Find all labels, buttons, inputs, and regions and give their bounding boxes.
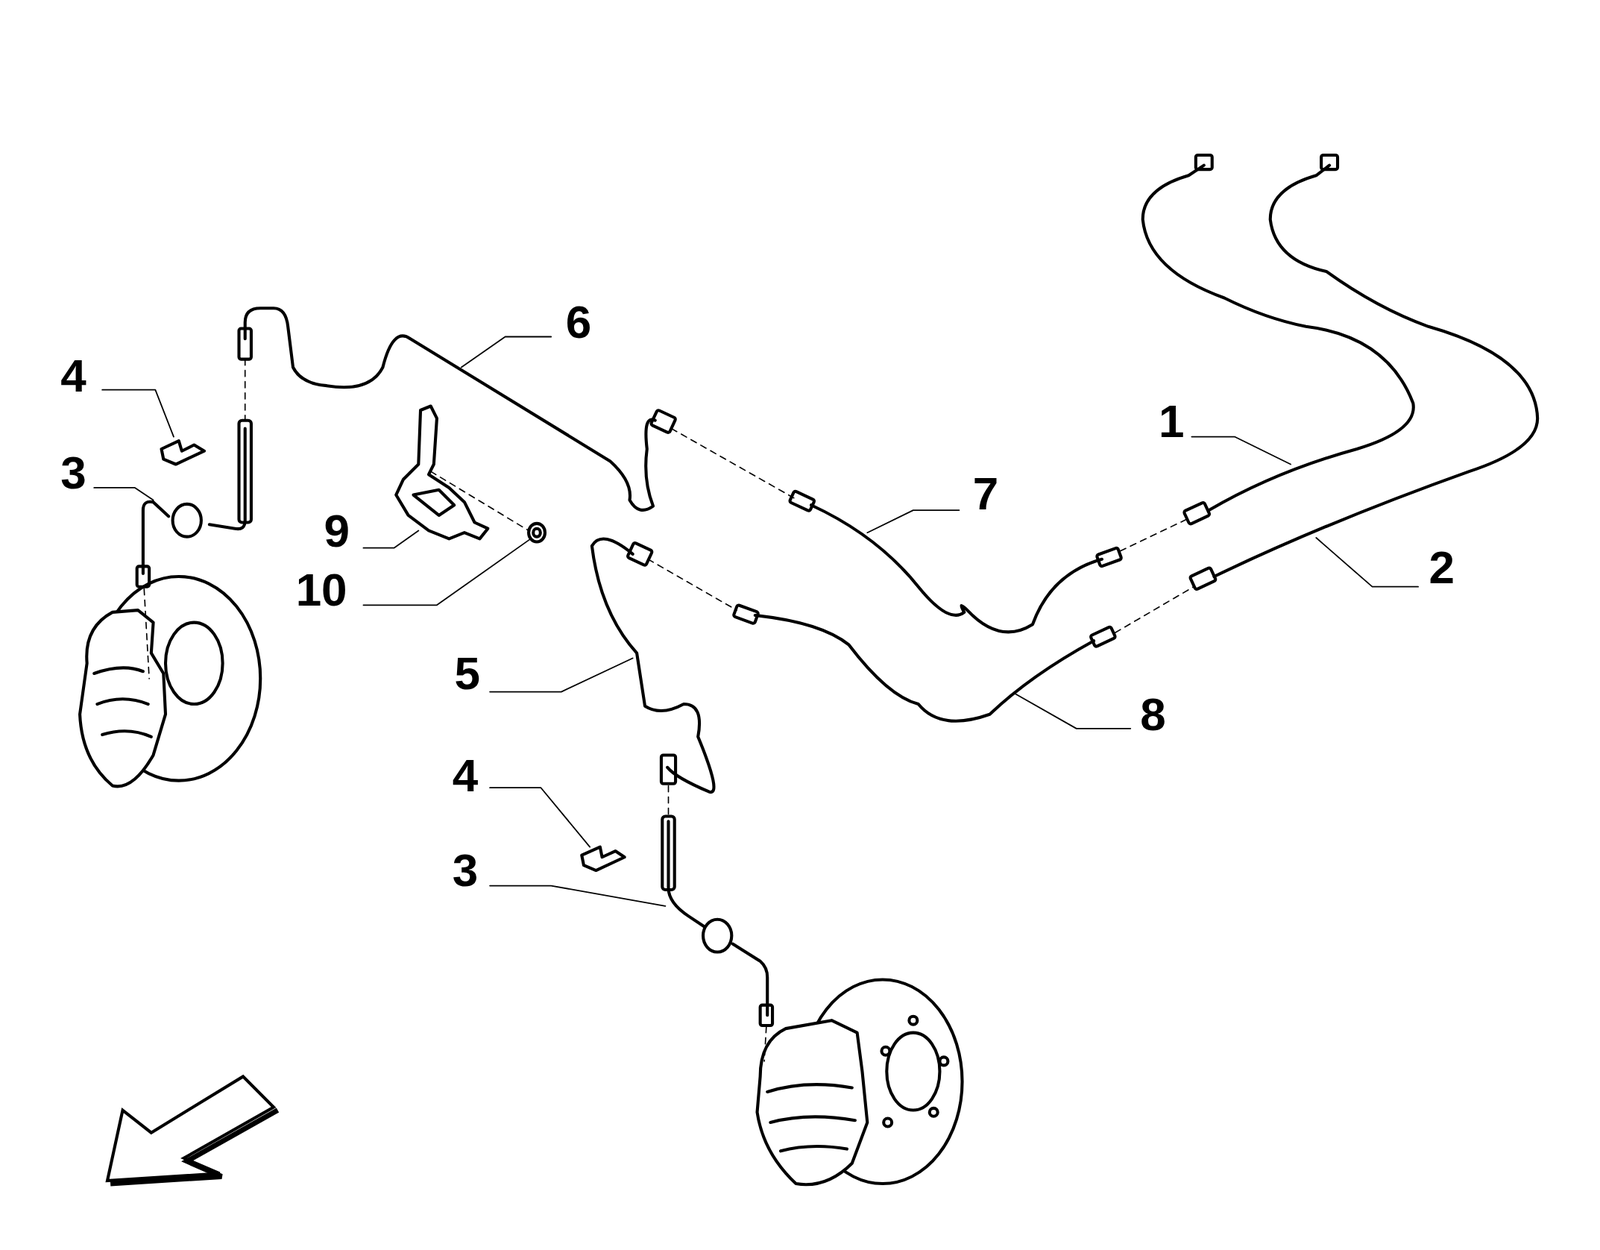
callout-number: 7 xyxy=(971,470,1000,517)
callout-number: 4 xyxy=(451,752,480,799)
callout-number: 6 xyxy=(564,298,593,346)
callout-number: 10 xyxy=(294,566,349,613)
callout-number: 4 xyxy=(58,352,88,399)
callout-number: 3 xyxy=(451,846,480,894)
callout-number: 3 xyxy=(58,449,88,496)
callout-number: 8 xyxy=(1138,691,1167,738)
callout-number: 5 xyxy=(453,650,482,697)
callout-number: 2 xyxy=(1427,544,1457,591)
callout-number: 1 xyxy=(1157,398,1186,445)
callout-number: 9 xyxy=(322,507,351,554)
